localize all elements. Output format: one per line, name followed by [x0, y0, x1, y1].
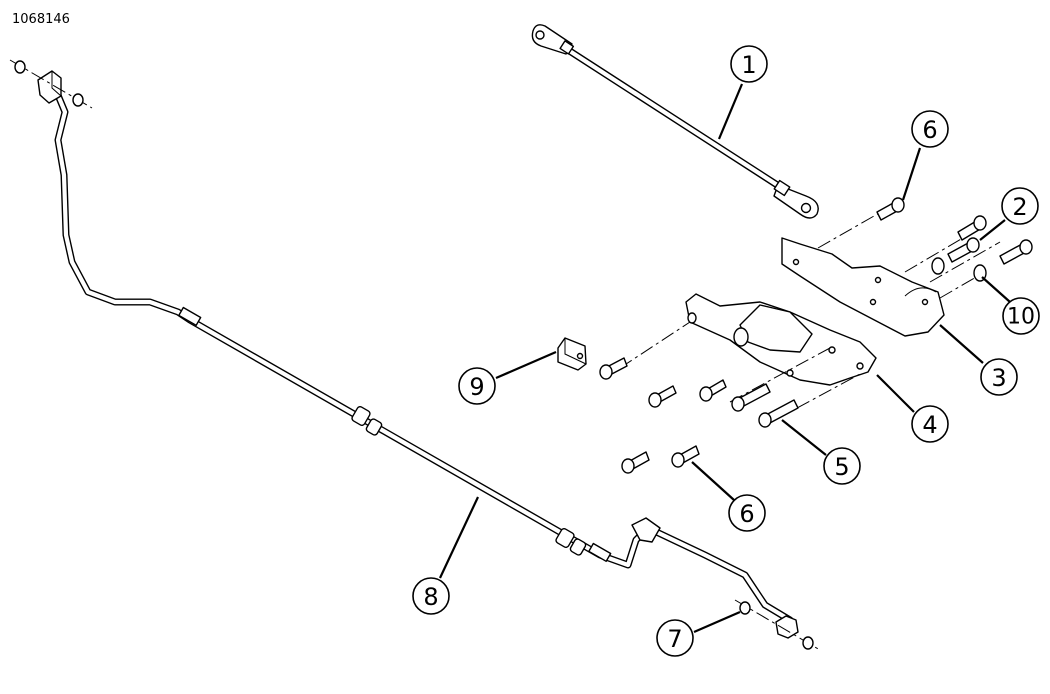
part-1-link-rod — [531, 24, 819, 219]
bolt-2-b — [947, 237, 980, 263]
bolt-2-c — [999, 239, 1033, 265]
washer-10-a — [931, 257, 945, 275]
screws-and-bolts — [557, 197, 1033, 650]
callout-4-label: 4 — [922, 411, 937, 439]
part-3-bracket — [781, 237, 945, 337]
drawing-number: 1068146 — [12, 12, 70, 27]
bolt-2-a — [957, 215, 987, 241]
part-8-end-hardware — [9, 59, 821, 651]
callout-8-label: 8 — [423, 583, 438, 611]
leader-lines — [439, 83, 1011, 634]
clip-7-b — [802, 636, 814, 650]
callout-10-label: 10 — [1007, 305, 1035, 330]
bolt-5-a — [731, 383, 771, 412]
callout-7: 7 — [656, 619, 694, 657]
callout-3-label: 3 — [991, 364, 1006, 392]
callout-1-label: 1 — [741, 51, 756, 79]
callout-4: 4 — [911, 405, 949, 443]
screw-mid-a — [648, 385, 677, 408]
screw-mid-b — [699, 379, 727, 402]
part-4-link-arm — [685, 293, 877, 386]
callout-9-label: 9 — [469, 373, 484, 401]
callout-3: 3 — [980, 358, 1018, 396]
callout-1: 1 — [730, 45, 768, 83]
callout-9: 9 — [458, 367, 496, 405]
screw-arm-left — [599, 357, 628, 380]
callout-2-label: 2 — [1012, 193, 1027, 221]
callout-6-bottom: 6 — [728, 494, 766, 532]
bolt-5-b — [758, 399, 799, 428]
part-8-stabilizer-rod — [37, 70, 799, 639]
screw-6-top — [876, 197, 905, 221]
screw-6-bottom-b — [671, 445, 700, 468]
callout-7-label: 7 — [667, 625, 682, 653]
callout-6-top: 6 — [911, 110, 949, 148]
clip-7-a — [739, 601, 751, 615]
callout-10: 10 — [1002, 297, 1040, 335]
part-9-block — [557, 337, 587, 371]
callout-8: 8 — [412, 577, 450, 615]
callout-6-top-label: 6 — [922, 116, 937, 144]
callout-5-label: 5 — [834, 453, 849, 481]
callout-5: 5 — [823, 447, 861, 485]
callout-2: 2 — [1001, 187, 1039, 225]
screw-6-bottom-a — [621, 451, 650, 474]
callout-6-bottom-label: 6 — [739, 500, 754, 528]
